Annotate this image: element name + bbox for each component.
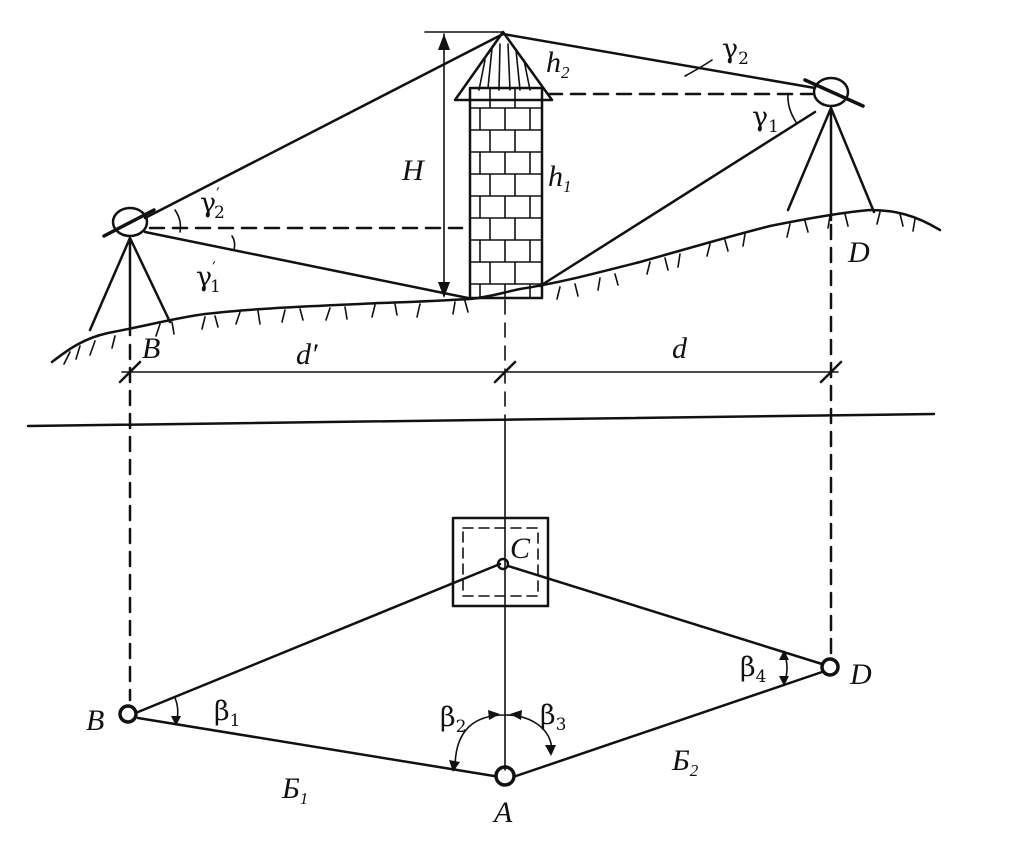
point-label-B-plan: B bbox=[86, 704, 104, 737]
line-C-D bbox=[506, 564, 824, 666]
baseline-B1 bbox=[136, 716, 496, 778]
angle-label-b2: β2 bbox=[440, 702, 466, 737]
distance-ticks bbox=[118, 360, 843, 384]
line-B-C bbox=[136, 562, 502, 714]
angle-arrow-b2-end bbox=[449, 760, 460, 772]
theodolite-D bbox=[786, 76, 876, 222]
view-separator-line bbox=[26, 412, 936, 428]
sight-line-D-to-top bbox=[501, 32, 817, 90]
base-label-B2: Б2 bbox=[671, 744, 699, 780]
angle-label-g2: γ2 bbox=[722, 34, 749, 69]
angle-label-b1: β1 bbox=[214, 696, 240, 731]
height-H-arrow-bottom bbox=[438, 282, 450, 298]
height-H-arrow-top bbox=[438, 34, 450, 50]
theodolite-B bbox=[88, 206, 172, 337]
sight-line-D-to-base bbox=[538, 110, 817, 288]
point-label-C: C bbox=[510, 532, 531, 565]
angle-arrow-top-left bbox=[488, 710, 500, 720]
distance-label-d: d bbox=[672, 332, 688, 365]
station-point-C bbox=[496, 557, 510, 571]
angle-arc-g1 bbox=[787, 93, 797, 123]
angle-label-g1: γ1 bbox=[752, 102, 779, 137]
station-point-D bbox=[820, 657, 840, 677]
point-label-D-plan: D bbox=[849, 658, 872, 691]
baseline-B2 bbox=[514, 670, 824, 778]
height-label-h1: h1 bbox=[548, 160, 572, 196]
angle-arc-g2-prime bbox=[174, 209, 182, 233]
angle-arc-b2-b3 bbox=[454, 714, 553, 769]
tower-shaft bbox=[468, 86, 544, 300]
height-label-h2: h2 bbox=[546, 46, 570, 82]
height-label-H: H bbox=[401, 154, 426, 187]
angle-arrow-top-right bbox=[510, 710, 522, 720]
tower-footprint-outer bbox=[451, 516, 550, 608]
elevation-view: B D H h1 h2 γ2 γ1 γ′2 γ′1 d′ d bbox=[50, 30, 942, 702]
tower-bricks bbox=[469, 87, 543, 299]
plan-view: C B D A β1 β2 β3 β4 Б1 Б2 bbox=[86, 419, 872, 829]
angle-arrow-b4-top bbox=[779, 650, 789, 660]
angle-label-g2-prime: γ′2 bbox=[200, 185, 225, 223]
distance-label-d-prime: d′ bbox=[296, 338, 318, 371]
station-point-B bbox=[118, 704, 138, 724]
point-label-A: A bbox=[492, 796, 513, 829]
angle-leader-g2 bbox=[684, 59, 713, 77]
station-point-A bbox=[494, 765, 516, 787]
sight-line-B-to-top bbox=[143, 32, 505, 220]
point-label-D-elevation: D bbox=[847, 236, 870, 269]
angle-label-b3: β3 bbox=[540, 700, 566, 735]
angle-label-g1-prime: γ′1 bbox=[196, 259, 221, 297]
grass-hatching bbox=[63, 211, 916, 365]
tower-roof-hatching bbox=[478, 43, 531, 91]
angle-label-b4: β4 bbox=[740, 652, 766, 687]
angle-arrow-b3-end bbox=[545, 745, 556, 756]
angle-arrow-b1 bbox=[171, 716, 181, 726]
ground-line bbox=[50, 208, 942, 364]
tower-footprint-inner bbox=[462, 527, 539, 597]
angle-arrow-b4-bottom bbox=[779, 676, 789, 686]
point-label-B-elevation: B bbox=[142, 332, 160, 365]
angle-arc-g1-prime bbox=[231, 235, 236, 251]
sight-line-B-to-base bbox=[143, 230, 470, 300]
tower-roof bbox=[453, 30, 554, 102]
base-label-B1: Б1 bbox=[281, 772, 308, 808]
